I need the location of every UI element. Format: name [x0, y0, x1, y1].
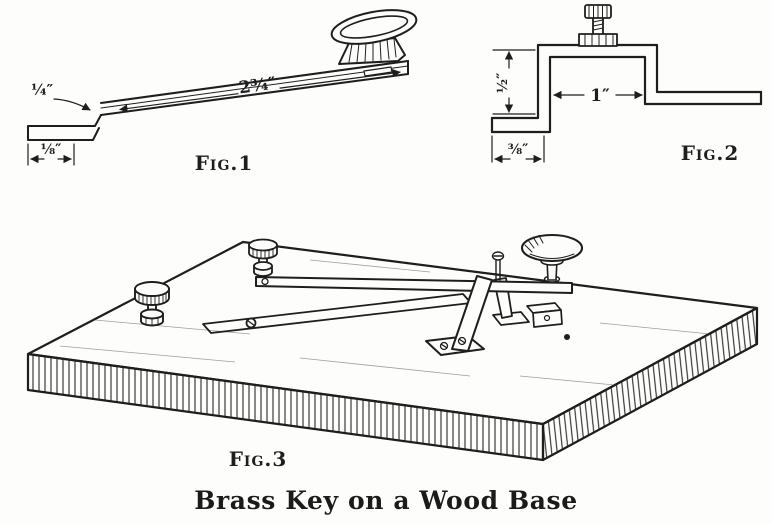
pivot-bracket	[425, 275, 493, 356]
back-post-nut	[253, 261, 273, 271]
fig1-dimensions	[27, 68, 401, 166]
fig1-thickness-leader	[53, 98, 91, 111]
fig2-nut-hatching	[584, 34, 614, 46]
fig2-bolt	[578, 4, 618, 47]
caption: Brass Key on a Wood Base	[194, 486, 578, 515]
fig1-dim-offset: ⅛″	[41, 142, 62, 158]
fig1-grip-hatching	[348, 38, 397, 63]
fig2-bent-bracket	[490, 43, 763, 134]
fig1-handle-loop	[330, 9, 418, 65]
fig2-bolt-nut	[578, 33, 618, 47]
fig2-drawing: ½″ 1″ ⅜″ Fig.2	[490, 4, 763, 165]
fig2-dim-foot: ⅜″	[508, 142, 529, 158]
base-screw-dot	[564, 334, 570, 340]
adjusting-screw	[491, 251, 505, 281]
fig1-dim-thickness: ¼″	[31, 81, 54, 99]
contact-block	[526, 302, 570, 340]
wood-base-right-edge	[541, 306, 759, 462]
fig2-dimensions	[491, 49, 643, 164]
left-post-nut	[140, 308, 164, 320]
binding-post-back	[248, 238, 278, 277]
fig1-bent-foot	[27, 114, 102, 141]
key-lever	[255, 276, 573, 294]
fig2-bolt-threads	[592, 19, 604, 31]
left-post-thumb-head	[134, 281, 170, 297]
fig3-drawing: Fig.3	[26, 233, 759, 471]
fig1-label: Fig.1	[195, 151, 254, 175]
fig2-dim-height: ½″	[495, 73, 511, 94]
left-post-nut-hatching	[145, 316, 159, 326]
fig1-drawing: ¼″ 2¾″ ⅛″ Fig.1	[27, 9, 418, 175]
fig2-label: Fig.2	[681, 141, 740, 165]
fig3-label: Fig.3	[229, 447, 288, 471]
bracket-foot-screws	[439, 336, 467, 351]
knob-dome	[520, 233, 584, 263]
back-post-thumb-head	[248, 238, 278, 252]
bracket-front-leg	[451, 275, 493, 352]
wood-base	[26, 240, 759, 462]
key-knob	[520, 233, 584, 283]
fig1-lever-bar	[27, 60, 409, 141]
knob-shading	[524, 235, 544, 253]
binding-post-left	[134, 281, 170, 327]
fig2-bolt-head-hatching	[588, 5, 608, 18]
lever-end-screw	[261, 277, 269, 286]
fig1-dim-length: 2¾″	[238, 74, 278, 99]
fig2-dim-width: 1″	[590, 86, 610, 106]
